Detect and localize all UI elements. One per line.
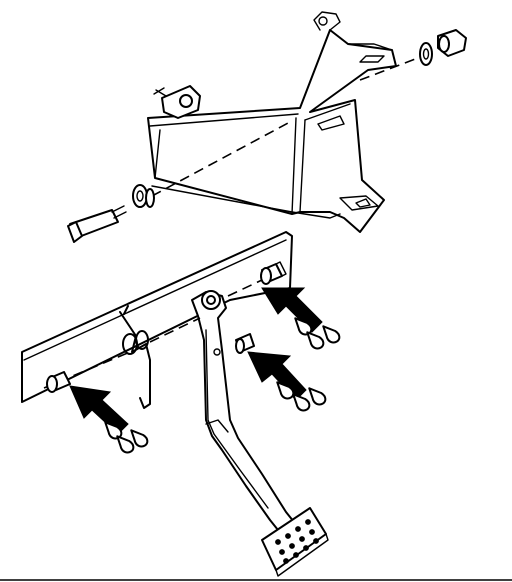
callout-pivot-bushing — [247, 351, 327, 412]
callout-left-bushing — [69, 385, 149, 454]
arrow-icon — [261, 287, 323, 333]
grease-drops-icon — [294, 317, 341, 350]
mounting-bracket — [147, 11, 397, 233]
grease-drops-icon — [104, 421, 149, 454]
return-spring — [119, 305, 151, 409]
pedal-pad — [261, 507, 329, 577]
upper-nut-assembly — [359, 29, 467, 81]
grease-drops-icon — [276, 381, 327, 412]
brake-pedal-arm — [191, 290, 295, 531]
arrow-icon — [69, 385, 129, 435]
callout-upper-bushing — [261, 287, 341, 350]
bushing-upper — [260, 261, 287, 285]
pivot-bolt — [67, 121, 291, 243]
pivot-shaft-axis — [43, 279, 263, 389]
arrow-icon — [247, 351, 307, 401]
pedal-pad-studs — [275, 519, 319, 564]
pin-lower — [235, 333, 255, 354]
bushing-left — [46, 371, 71, 393]
